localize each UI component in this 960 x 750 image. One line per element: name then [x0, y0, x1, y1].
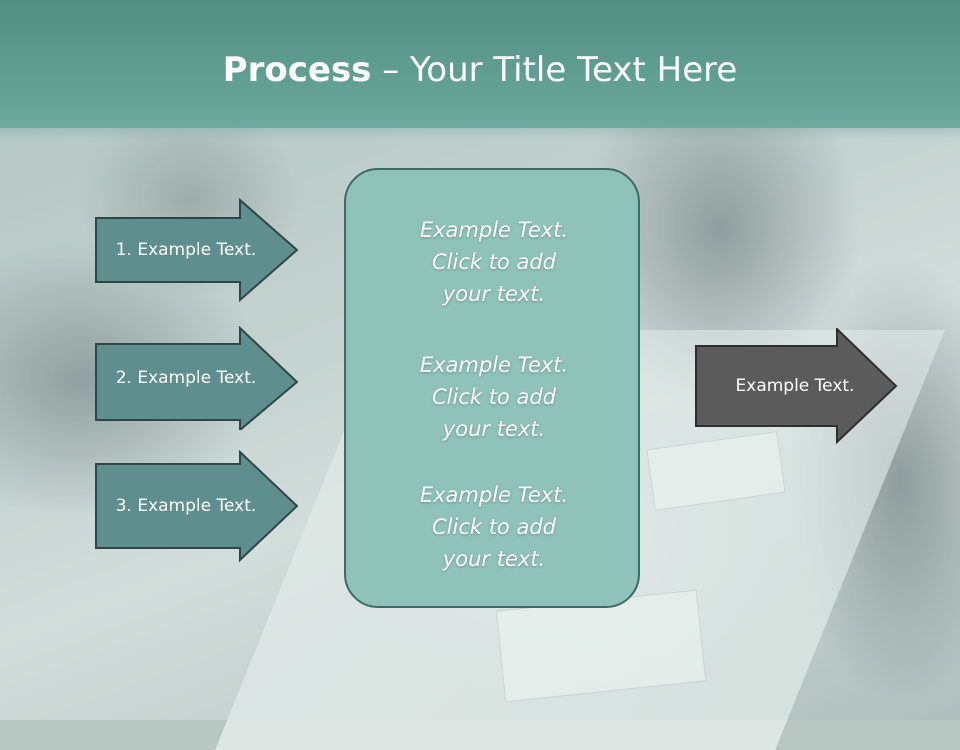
center-text-box[interactable]: Example Text. Click to add your text. Ex…: [344, 168, 640, 608]
center-text-block-3: Example Text. Click to add your text.: [346, 479, 642, 575]
arrow-shape-1: [95, 198, 299, 302]
block-1-line-2: Click to add: [431, 250, 556, 274]
block-2-line-3: your text.: [442, 417, 546, 441]
block-1-line-1: Example Text.: [419, 218, 569, 242]
block-1-line-3: your text.: [442, 282, 546, 306]
title-bold: Process: [222, 50, 372, 90]
header-bar: [0, 0, 960, 128]
block-3-line-2: Click to add: [431, 515, 556, 539]
block-2-line-1: Example Text.: [419, 353, 569, 377]
result-arrow[interactable]: Example Text.: [695, 328, 899, 444]
process-arrow-2[interactable]: 2. Example Text.: [94, 326, 300, 430]
arrow-shape-2: [95, 326, 299, 430]
result-arrow-label: Example Text.: [735, 376, 855, 396]
center-text-block-2: Example Text. Click to add your text.: [346, 349, 642, 445]
arrow-label-2: 2. Example Text.: [115, 368, 257, 388]
block-2-line-2: Click to add: [431, 385, 556, 409]
block-3-line-3: your text.: [442, 547, 546, 571]
block-3-line-1: Example Text.: [419, 483, 569, 507]
center-text-block-1: Example Text. Click to add your text.: [346, 214, 642, 310]
process-arrow-3[interactable]: 3. Example Text.: [94, 450, 300, 562]
arrow-shape-3: [95, 450, 299, 562]
result-arrow-shape: [695, 328, 898, 444]
arrow-label-3: 3. Example Text.: [115, 496, 257, 516]
title-rest: – Your Title Text Here: [371, 50, 738, 90]
arrow-label-1: 1. Example Text.: [115, 240, 257, 260]
process-arrow-1[interactable]: 1. Example Text.: [94, 198, 300, 302]
slide-title[interactable]: Process – Your Title Text Here: [0, 50, 960, 90]
